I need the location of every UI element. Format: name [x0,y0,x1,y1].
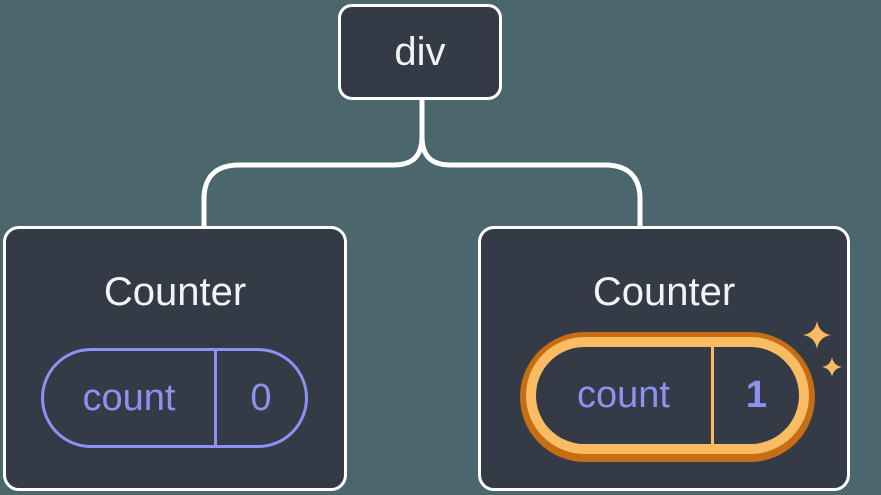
state-pill-highlight-ring: count 1 [520,332,815,462]
state-value: 1 [711,347,799,444]
state-pill-highlighted: count 1 [536,347,799,444]
state-key: count [577,374,670,416]
state-value: 0 [214,351,305,445]
card-title: Counter [592,270,736,314]
counter-card-left: Counter count 0 [3,226,347,491]
sparkle-icon [803,321,842,377]
sparkle-large-icon [803,321,831,349]
state-pill-highlight-ring-inner: count 1 [526,337,809,454]
counter-card-right: Counter count 1 [478,226,850,491]
root-node-label: div [394,29,446,74]
sparkle-small-icon [822,357,842,377]
connector-branch-left [201,135,425,227]
state-pill: count 0 [41,348,308,448]
root-node: div [338,4,502,100]
state-key: count [82,376,176,419]
connector-branch-right [419,135,643,227]
card-title: Counter [103,270,247,314]
